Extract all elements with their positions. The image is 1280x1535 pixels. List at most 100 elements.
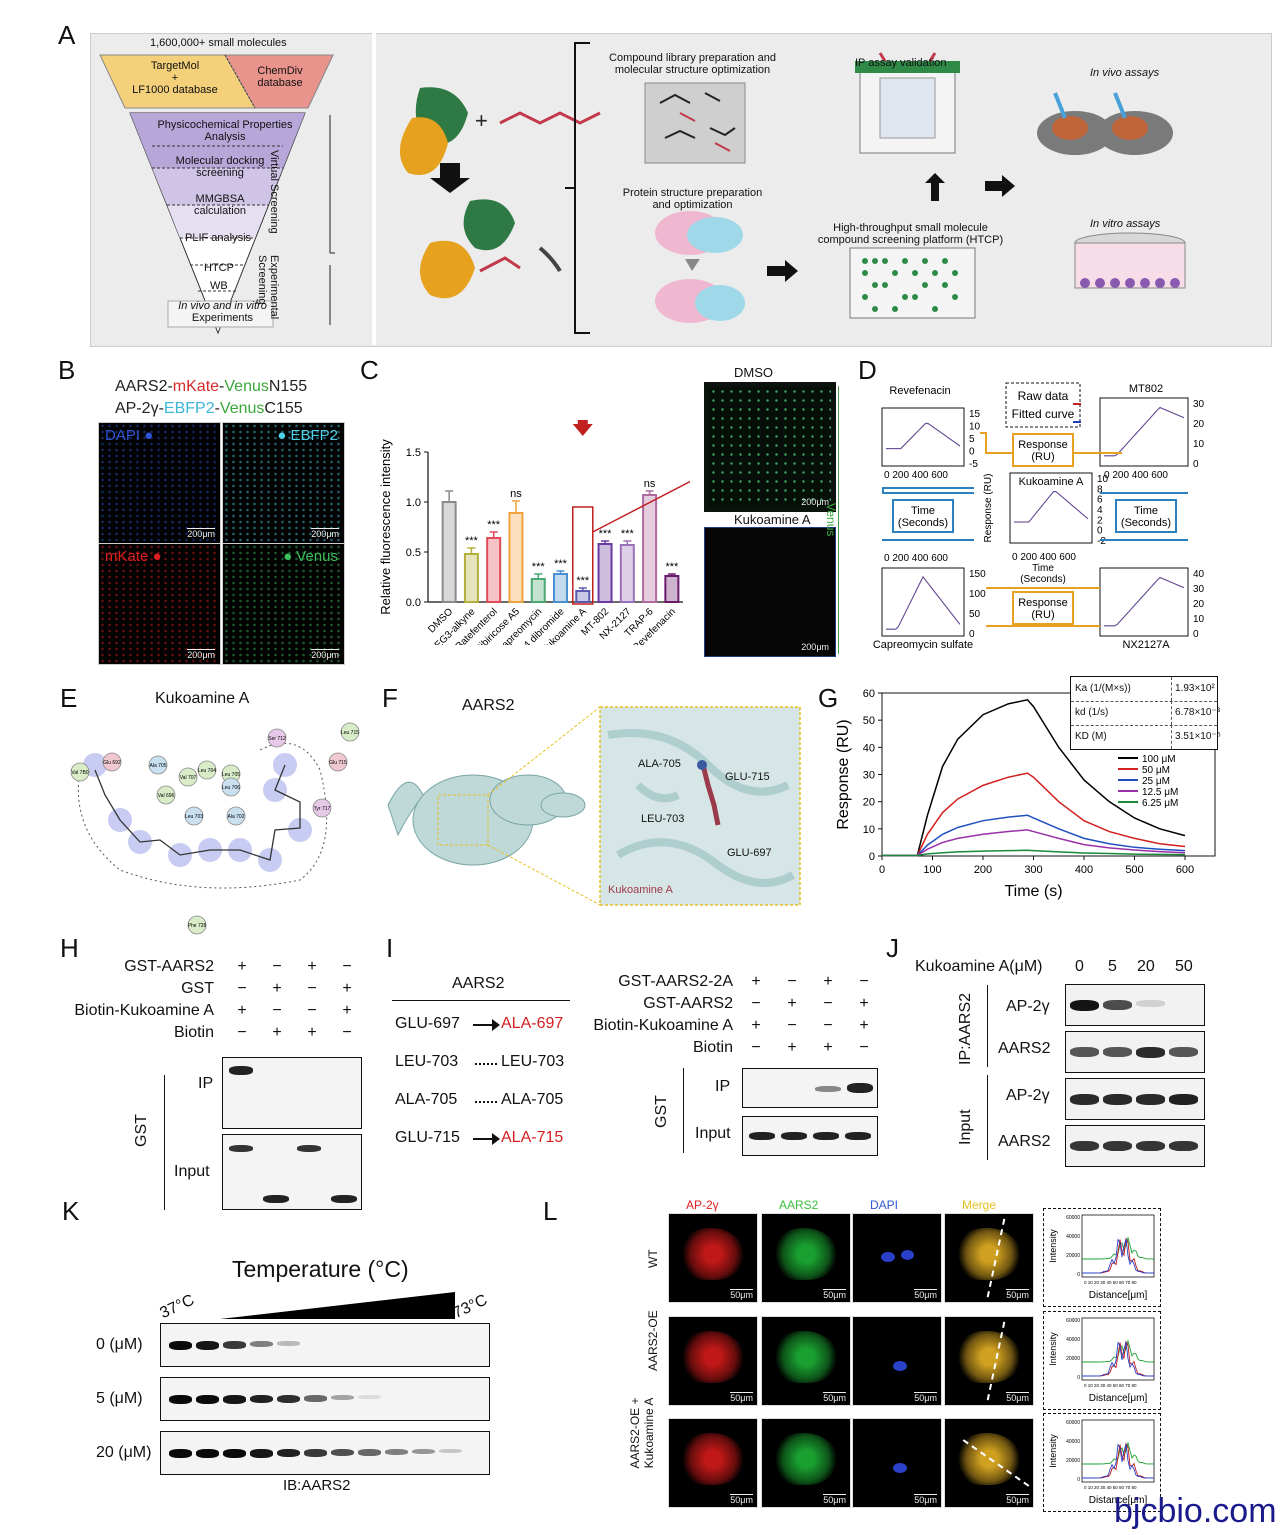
l-image-tile: 50μm bbox=[944, 1316, 1034, 1406]
cell-shape bbox=[681, 1331, 745, 1383]
profile-y-label: Intensity bbox=[1048, 1229, 1058, 1263]
condition-label: GST-AARS2 bbox=[124, 958, 214, 975]
significance-label: *** bbox=[576, 575, 590, 587]
library-count: 1,600,000+ small molecules bbox=[150, 37, 287, 49]
l-col-header: AP-2γ bbox=[686, 1198, 719, 1212]
panel-label-c: C bbox=[360, 355, 379, 385]
scale-bar: 50μm bbox=[914, 1494, 937, 1505]
profile-x-label: Distance[μm] bbox=[1089, 1495, 1148, 1506]
mini-y-tick: 2 bbox=[1097, 515, 1103, 526]
profile-trace bbox=[1081, 1340, 1155, 1377]
blot-band bbox=[250, 1449, 273, 1458]
profile-y-label: Intensity bbox=[1048, 1332, 1058, 1366]
mini-plot-title: NX2127A bbox=[1122, 639, 1170, 651]
mutation-arrowhead bbox=[492, 1133, 500, 1145]
blot-band bbox=[385, 1449, 408, 1455]
kinetics-row: kd (1/s)6.78×10⁻³ bbox=[1071, 701, 1220, 726]
mutation-arrowhead bbox=[492, 1019, 500, 1031]
l-image-tile: 50μm bbox=[761, 1418, 851, 1508]
residue-label: Leu 715 bbox=[341, 730, 359, 736]
j-blot bbox=[1065, 1031, 1205, 1073]
time-box-right-text: (Seconds) bbox=[1121, 517, 1171, 529]
dmso-image-label: DMSO bbox=[734, 365, 773, 380]
condition-sign: + bbox=[859, 1017, 869, 1034]
l-image-tile: 50μm bbox=[761, 1213, 851, 1303]
residue-node bbox=[184, 806, 204, 826]
l-image-tile: 50μm bbox=[944, 1418, 1034, 1508]
residue-node bbox=[312, 798, 332, 818]
scale-bar: 200μm bbox=[187, 649, 215, 660]
panel-label-g: G bbox=[818, 683, 839, 713]
j-input-side-label: Input bbox=[957, 1109, 974, 1145]
connector-orange bbox=[980, 432, 1122, 454]
blot-band bbox=[223, 1341, 246, 1349]
mini-y-tick: 100 bbox=[969, 589, 986, 600]
time-box-right bbox=[1115, 499, 1177, 533]
funnel-step-1: Physicochemical Properties Analysis bbox=[157, 119, 293, 143]
blot-band bbox=[169, 1395, 192, 1404]
channel-label: ● Venus bbox=[283, 548, 338, 565]
mini-plot-title: Revefenacin bbox=[889, 385, 950, 397]
response-box-bottom-text: (RU) bbox=[1031, 609, 1054, 621]
kinetics-value: 3.51×10⁻⁵ bbox=[1175, 731, 1221, 742]
mini-y-tick: -5 bbox=[969, 459, 978, 470]
k-row-label: 0 (μM) bbox=[96, 1336, 143, 1353]
k-t-start: 37°C bbox=[157, 1291, 197, 1323]
l-image-tile: 50μm bbox=[852, 1418, 942, 1508]
legend-fit: Fitted curve bbox=[1012, 407, 1075, 421]
condition-sign: + bbox=[751, 1017, 761, 1034]
cell-shape bbox=[957, 1228, 1021, 1280]
fitted-curve bbox=[886, 576, 961, 630]
ligand-skeleton bbox=[94, 764, 301, 861]
y-tick-label: 1.5 bbox=[406, 447, 421, 459]
mini-y-tick: 10 bbox=[969, 422, 981, 433]
blot-band bbox=[304, 1395, 327, 1402]
profile-frame bbox=[1081, 1419, 1155, 1483]
condition-label: Biotin-Kukoamine A bbox=[593, 1017, 733, 1034]
blot-band bbox=[169, 1449, 192, 1458]
blot-band bbox=[196, 1341, 219, 1350]
mini-plot-frame bbox=[1099, 397, 1189, 467]
temperature-gradient bbox=[220, 1292, 455, 1319]
blot-band bbox=[1103, 1141, 1132, 1152]
residue-node bbox=[267, 728, 287, 748]
significance-label: *** bbox=[465, 535, 479, 547]
i-input-blot bbox=[742, 1116, 878, 1156]
significance-label: *** bbox=[599, 528, 613, 540]
residue-node bbox=[102, 752, 122, 772]
cell-shape bbox=[774, 1331, 838, 1383]
l-row-label: AARS2-OE + Kukoamine A bbox=[628, 1397, 656, 1469]
y-axis-label: Response (RU) bbox=[835, 719, 852, 829]
significance-label: *** bbox=[621, 528, 635, 540]
funnel-step-4: PLIF analysis bbox=[185, 232, 252, 244]
condition-sign: − bbox=[307, 1002, 317, 1019]
profile-y-tick: 0 bbox=[1077, 1375, 1080, 1381]
profile-y-label: Intensity bbox=[1048, 1434, 1058, 1468]
blot-band bbox=[1070, 1047, 1099, 1057]
mutation-from: LEU-703 bbox=[395, 1053, 459, 1070]
legend-label: 12.5 μM bbox=[1142, 787, 1178, 798]
condition-sign: − bbox=[237, 1024, 247, 1041]
construct-line-2: AP-2γ-EBFP2-VenusC155 bbox=[115, 400, 303, 418]
l-row-label: WT bbox=[646, 1249, 660, 1268]
profile-y-tick: 60000 bbox=[1066, 1215, 1080, 1221]
construct-segment: C155 bbox=[264, 400, 303, 417]
x-tick-label: 200 bbox=[974, 864, 992, 876]
residue-node bbox=[328, 752, 348, 772]
in-vitro-label: In vitro assays bbox=[1090, 218, 1161, 230]
mini-y-tick: 0 bbox=[1193, 459, 1199, 470]
y-axis-label: Relative fluorescence intensity bbox=[378, 439, 393, 615]
scale-bar: 50μm bbox=[823, 1289, 846, 1300]
center-y-label: Response (RU) bbox=[983, 474, 994, 543]
condition-sign: + bbox=[787, 995, 797, 1012]
construct-segment: AARS2- bbox=[115, 378, 173, 395]
mini-y-tick: 0 bbox=[969, 447, 975, 458]
blot-band bbox=[358, 1449, 381, 1456]
y-tick-label: 10 bbox=[863, 824, 875, 836]
blot-band bbox=[1136, 1000, 1165, 1007]
scale-bar: 50μm bbox=[914, 1392, 937, 1403]
connector-blue bbox=[882, 487, 974, 493]
y-tick-label: 20 bbox=[863, 797, 875, 809]
